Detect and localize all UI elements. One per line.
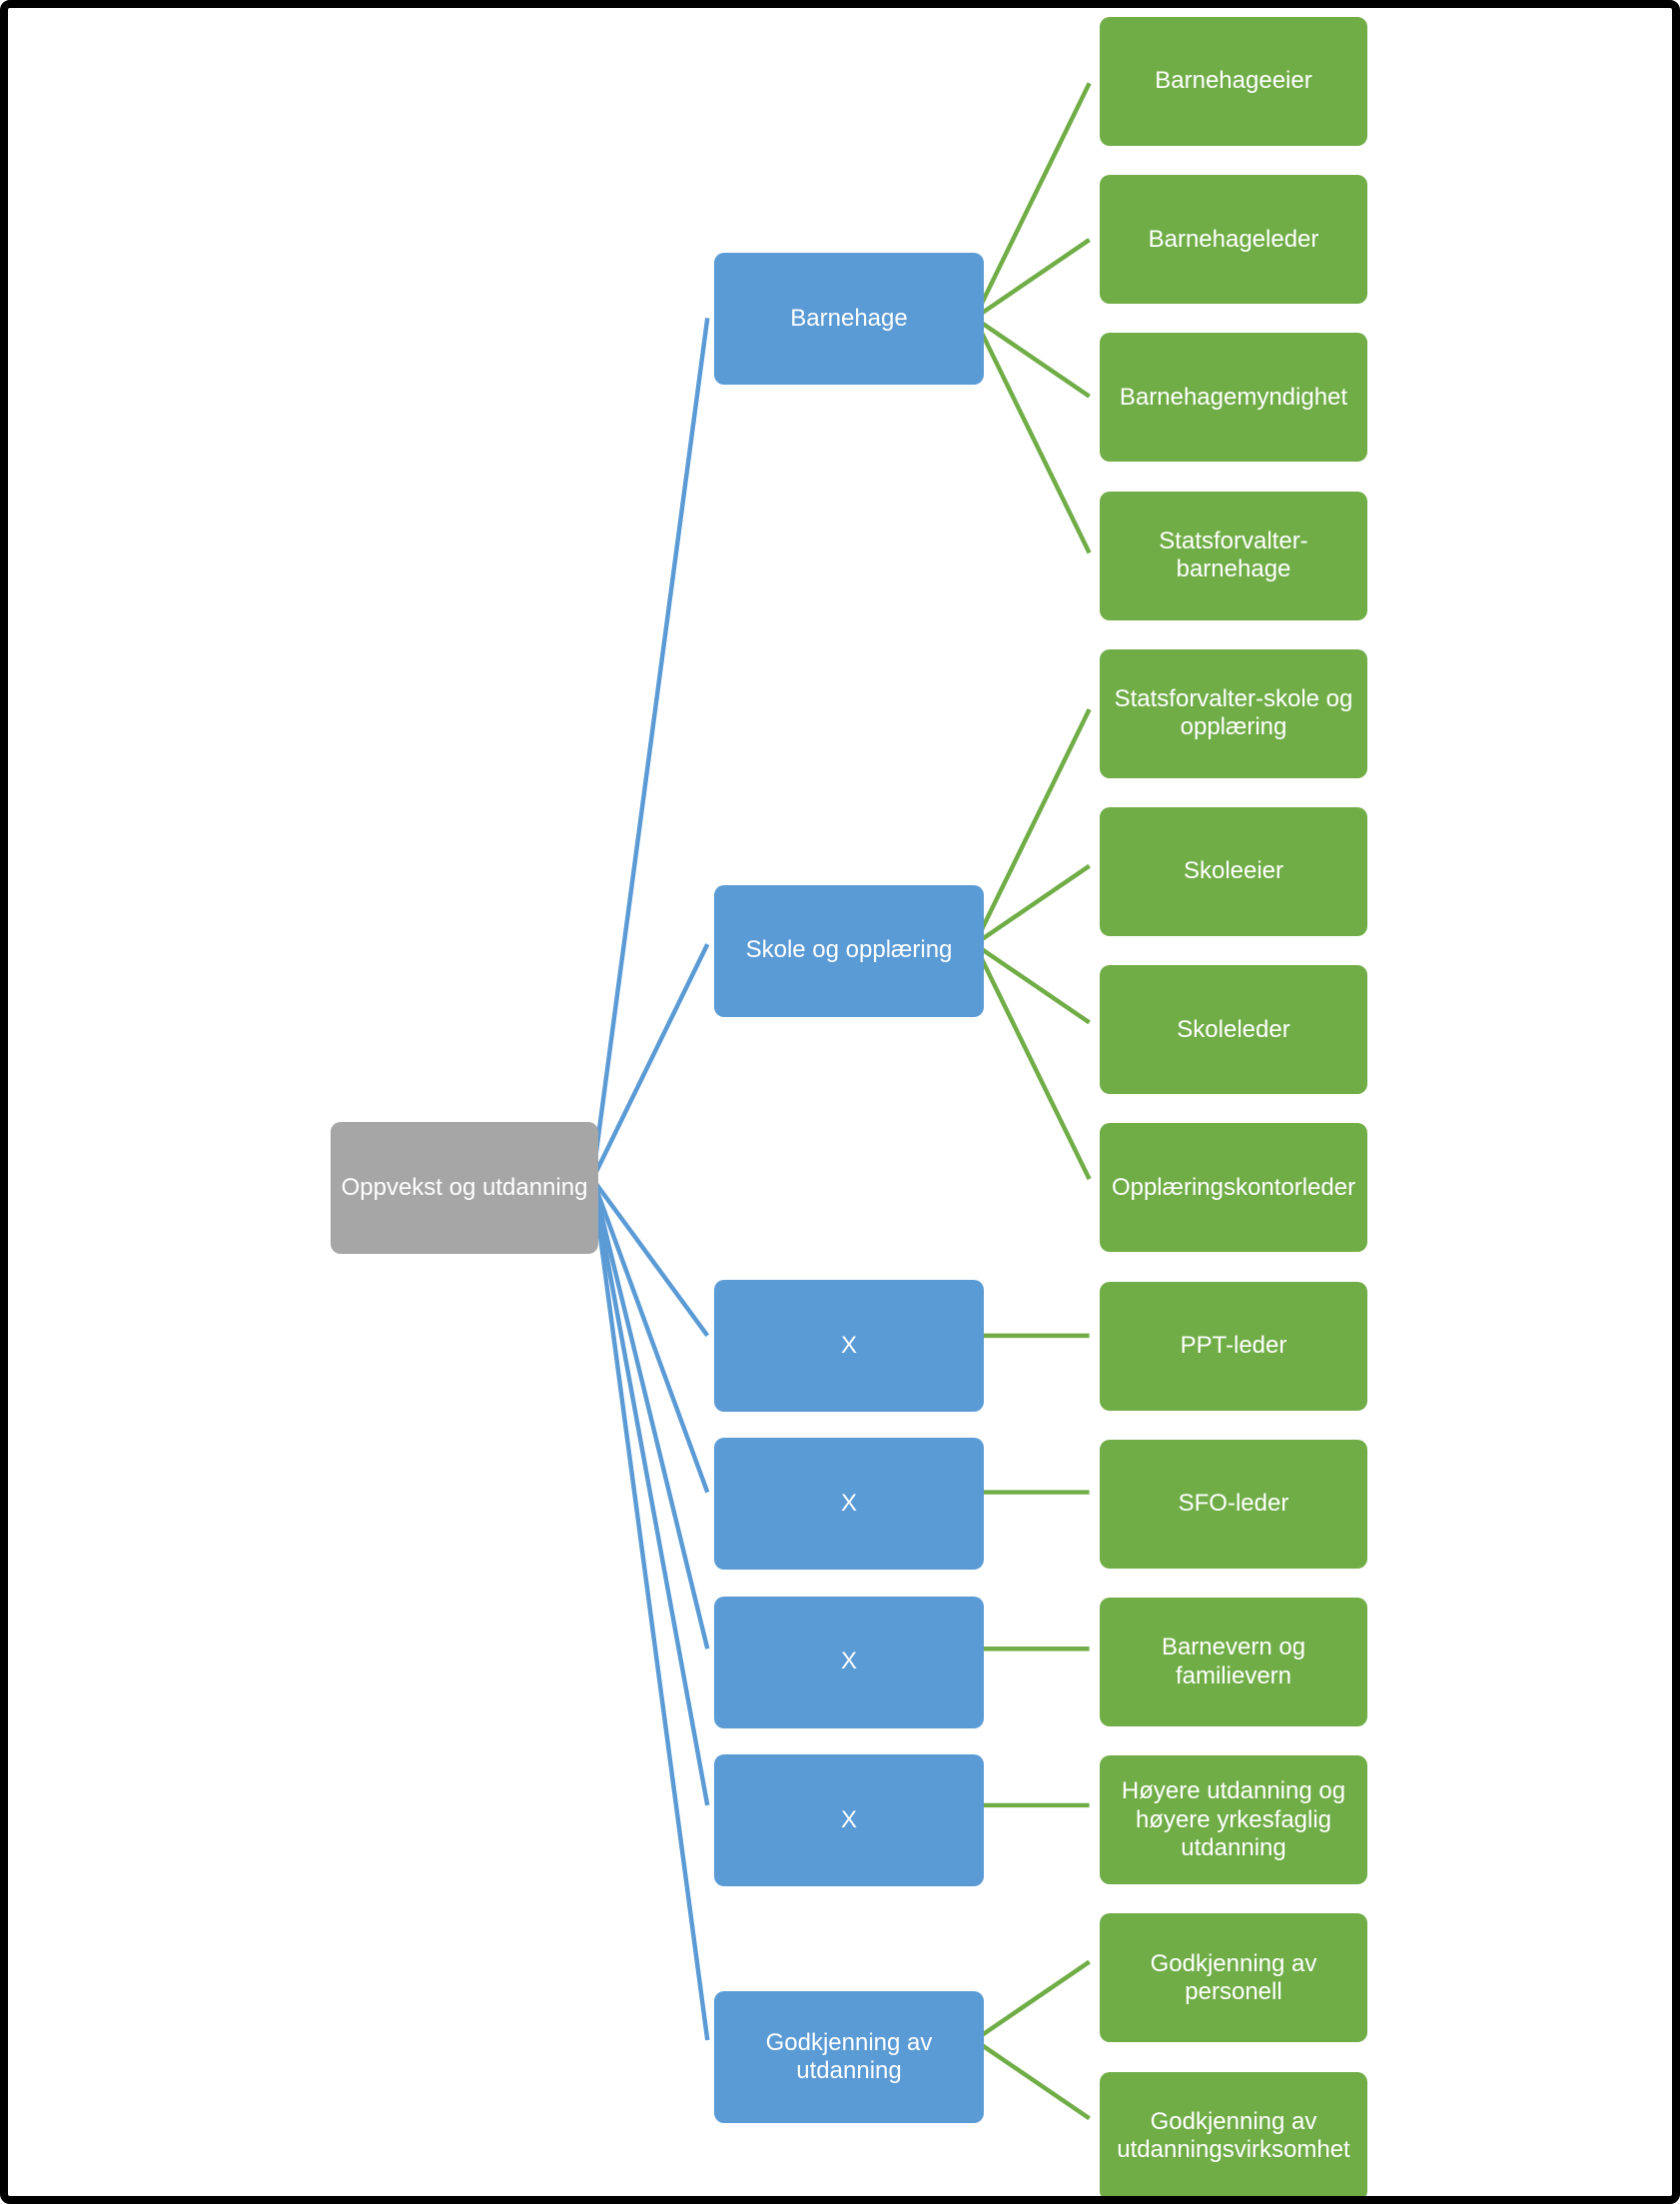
node-label: Oppvekst og utdanning bbox=[341, 1173, 588, 1201]
connector-line bbox=[973, 2038, 1091, 2121]
root-node: Oppvekst og utdanning bbox=[331, 1121, 598, 1254]
leaf-node: Barnehageleder bbox=[1100, 175, 1367, 305]
connector-line bbox=[973, 1959, 1091, 2042]
leaf-node: Statsforvalter-barnehage bbox=[1100, 491, 1367, 620]
leaf-node: Barnehagemyndighet bbox=[1100, 333, 1367, 463]
node-label: Opplæringskontorleder bbox=[1111, 1173, 1356, 1201]
connector-line bbox=[590, 1178, 710, 1494]
leaf-node: Statsforvalter-skole og opplæring bbox=[1100, 648, 1367, 778]
connector-line bbox=[972, 317, 1092, 554]
node-label: Godkjenning av utdanningsvirksomhet bbox=[1117, 2107, 1350, 2164]
connector-line bbox=[972, 708, 1092, 946]
leaf-node: Barnehageeier bbox=[1100, 17, 1367, 146]
leaf-node: Høyere utdanning og høyere yrkesfaglig u… bbox=[1100, 1755, 1367, 1885]
connector-layer bbox=[590, 82, 1092, 2121]
connector-line bbox=[590, 1177, 710, 1338]
leaf-node: Skoleleder bbox=[1100, 965, 1367, 1095]
connector-line bbox=[590, 318, 710, 1180]
node-label: X bbox=[840, 1490, 857, 1518]
node-label: Høyere utdanning og høyere yrkesfaglig u… bbox=[1121, 1777, 1346, 1861]
node-label: X bbox=[840, 1805, 857, 1833]
leaf-node: Barnevern og familievern bbox=[1100, 1598, 1367, 1726]
connector-line bbox=[973, 942, 1091, 1025]
node-label: X bbox=[840, 1648, 857, 1675]
connector-line bbox=[590, 943, 710, 1181]
node-label: X bbox=[840, 1331, 857, 1359]
node-label: Skoleeier bbox=[1183, 857, 1284, 885]
connector-line bbox=[590, 1178, 710, 2041]
leaf-node: SFO-leder bbox=[1100, 1439, 1367, 1569]
leaf-node: Godkjenning av utdanningsvirksomhet bbox=[1100, 2071, 1367, 2196]
node-label: Barnevern og familievern bbox=[1161, 1634, 1306, 1689]
connector-line bbox=[972, 943, 1092, 1181]
node-label: Barnehage bbox=[790, 304, 908, 332]
connector-line bbox=[973, 316, 1091, 399]
node-label: Godkjenning av personell bbox=[1150, 1949, 1317, 2005]
leaf-node: Skoleeier bbox=[1100, 807, 1367, 936]
branch-node: X bbox=[714, 1753, 984, 1886]
leaf-node: PPT-leder bbox=[1100, 1281, 1367, 1411]
node-label: Statsforvalter-skole og opplæring bbox=[1114, 684, 1353, 741]
branch-node: X bbox=[714, 1596, 984, 1728]
node-label: Barnehagemyndighet bbox=[1119, 383, 1348, 411]
leaf-node: Opplæringskontorleder bbox=[1100, 1123, 1367, 1253]
node-label: Godkjenning av utdanning bbox=[765, 2028, 933, 2084]
node-label: PPT-leder bbox=[1180, 1331, 1287, 1359]
node-label: SFO-leder bbox=[1178, 1490, 1289, 1518]
connector-line bbox=[973, 238, 1091, 321]
connector-line bbox=[590, 1178, 710, 1650]
branch-node: Skole og opplæring bbox=[714, 884, 984, 1017]
connector-line bbox=[972, 82, 1092, 320]
connector-line bbox=[590, 1178, 710, 1806]
node-label: Skole og opplæring bbox=[745, 936, 953, 964]
leaf-node: Godkjenning av personell bbox=[1100, 1913, 1367, 2043]
node-label: Barnehageeier bbox=[1155, 67, 1312, 95]
node-label: Skoleleder bbox=[1177, 1015, 1290, 1043]
branch-node: X bbox=[714, 1280, 984, 1413]
branch-node: X bbox=[714, 1438, 984, 1571]
branch-node: Barnehage bbox=[714, 252, 984, 385]
node-label: Barnehageleder bbox=[1148, 225, 1319, 253]
connector-line bbox=[973, 863, 1091, 946]
branch-node: Godkjenning av utdanning bbox=[714, 1991, 984, 2123]
node-label: Statsforvalter-barnehage bbox=[1159, 527, 1308, 583]
